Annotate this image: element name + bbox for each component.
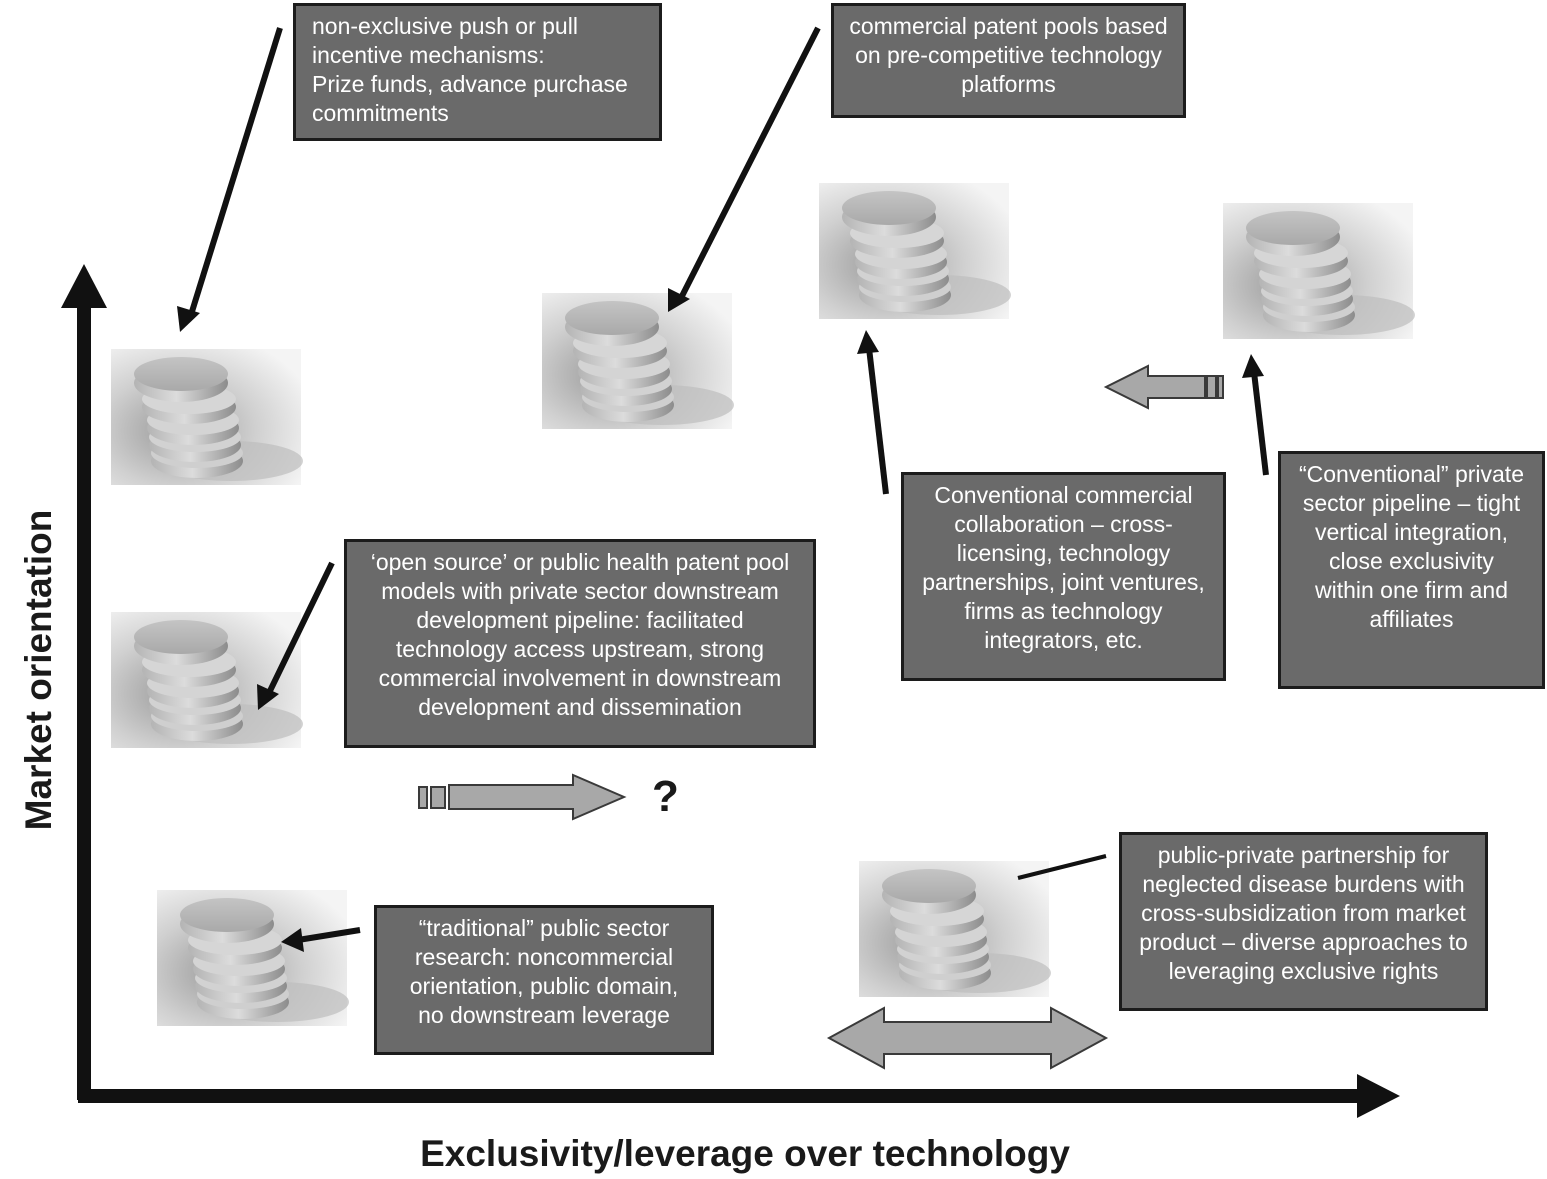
conventional-pipeline-box: “Conventional” private sector pipeline –… [1278, 451, 1545, 689]
public-private-partnership-box: public-private partnership for neglected… [1119, 832, 1488, 1011]
connector-line [1017, 854, 1107, 880]
commercial-patent-pools-box: commercial patent pools based on pre-com… [831, 3, 1186, 118]
x-axis-label: Exclusivity/leverage over technology [420, 1133, 1070, 1174]
arrow-icon [1242, 354, 1269, 476]
arrow-icon [281, 927, 361, 952]
push-pull-incentives-box: non-exclusive push or pull incentive mec… [293, 3, 662, 141]
pill-stack-icon [819, 183, 1011, 319]
pill-stack-icon [1223, 203, 1415, 339]
traditional-public-sector-box: “traditional” public sector research: no… [374, 905, 714, 1055]
x-axis [78, 1074, 1400, 1118]
y-axis-label: Market orientation [18, 509, 59, 831]
arrow-icon [857, 330, 889, 495]
pill-stack-icon [542, 293, 734, 429]
open-source-patent-pool-box: ‘open source’ or public health patent po… [344, 539, 816, 748]
block-arrow-right [418, 773, 627, 821]
arrow-icon [668, 26, 821, 312]
pill-stack-icon [859, 861, 1051, 997]
pill-stack-icon [111, 349, 303, 485]
y-axis [61, 264, 107, 1100]
arrow-icon [177, 27, 283, 332]
conventional-collaboration-box: Conventional commercial collaboration – … [901, 472, 1226, 681]
pill-stack-icon [157, 890, 349, 1026]
block-arrow-left [1103, 364, 1224, 410]
arrow-icon [257, 561, 335, 710]
block-arrow-double [826, 1006, 1109, 1070]
question-mark: ? [652, 772, 679, 821]
